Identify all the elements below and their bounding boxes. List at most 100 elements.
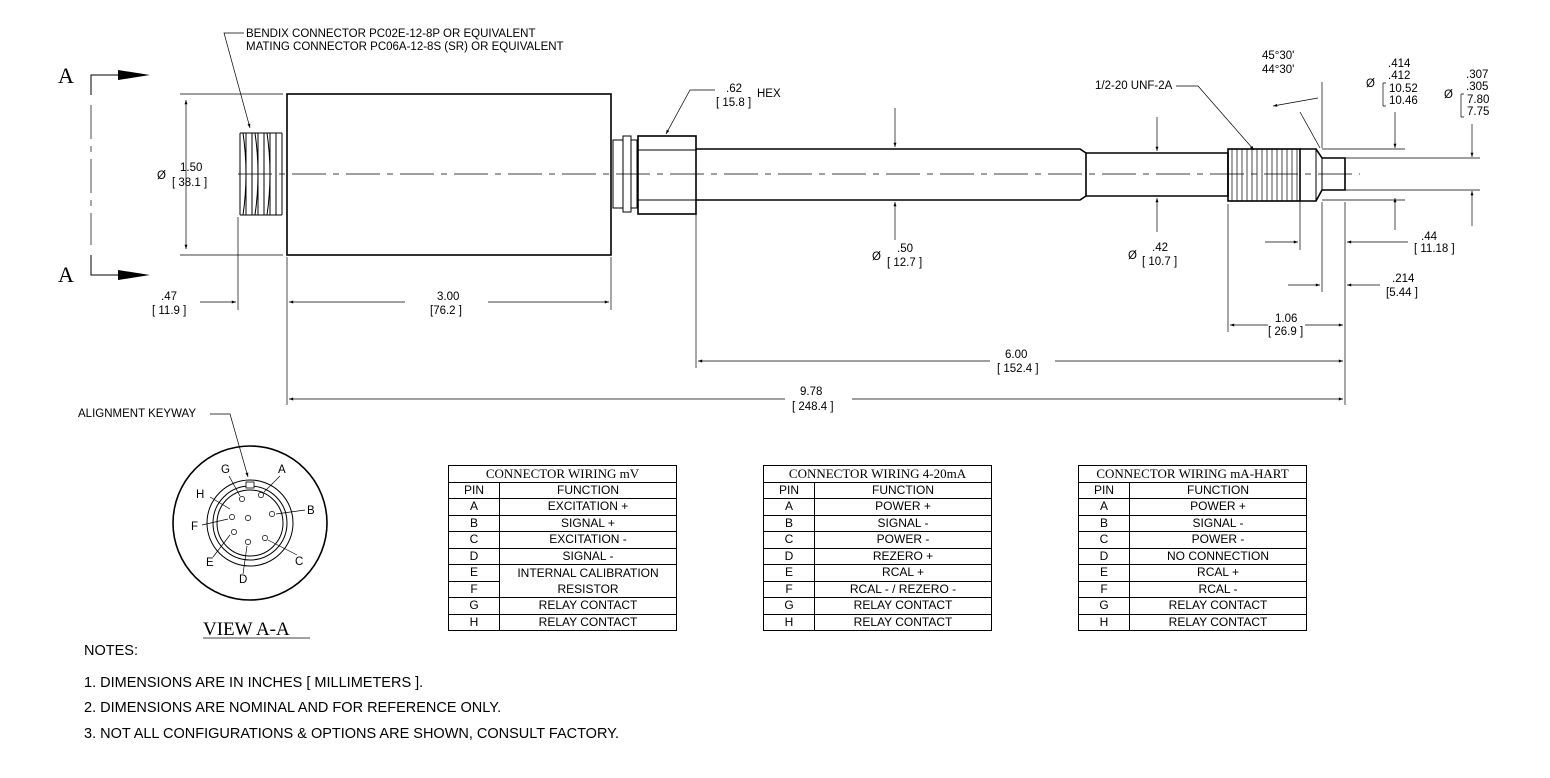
function-cell: EXCITATION + [499, 498, 677, 516]
pin-cell: D [1078, 547, 1130, 565]
note-2: 2. DIMENSIONS ARE NOMINAL AND FOR REFERE… [84, 700, 502, 716]
function-cell: RCAL + [814, 564, 992, 582]
function-cell: POWER - [814, 531, 992, 549]
pin-cell: E [1078, 564, 1130, 582]
pin-cell: F [1078, 580, 1130, 598]
body-collar [612, 135, 638, 213]
main-body [286, 93, 612, 256]
angle-extension [1299, 82, 1323, 149]
pin-cell: E [763, 564, 815, 582]
tip-b-in1: .307 [1466, 69, 1488, 81]
pin-cell: B [763, 514, 815, 532]
function-cell: RELAY CONTACT [814, 597, 992, 615]
hex-dim-mm: [ 15.8 ] [716, 97, 751, 109]
pin-label-f: F [191, 521, 198, 533]
col-pin-header: PIN [763, 481, 815, 499]
angle-1: 45°30' [1262, 50, 1294, 62]
connector-leader [223, 32, 251, 129]
col-function-header: FUNCTION [499, 481, 677, 499]
function-cell: SIGNAL - [1129, 514, 1307, 532]
pin-cell: C [763, 531, 815, 549]
pin-cell: B [448, 514, 500, 532]
conn-len-in: .47 [161, 291, 177, 303]
shaft-dia-mm: [ 12.7 ] [887, 257, 922, 269]
total-len-in: 9.78 [800, 386, 822, 398]
pin-cell: H [448, 613, 500, 631]
connector-threads [239, 132, 283, 216]
body-dia-in: 1.50 [180, 162, 202, 174]
dia-symbol-neck: Ø [1128, 250, 1137, 262]
hex-leader [665, 89, 715, 135]
table-title: CONNECTOR WIRING 4-20mA [763, 465, 992, 483]
tip-b-extensions [1345, 157, 1480, 191]
section-mark-bottom: A [58, 262, 74, 287]
pin-cell: F [448, 580, 500, 598]
function-cell: SIGNAL - [814, 514, 992, 532]
tip-len-in: .44 [1421, 231, 1438, 243]
pin-cell: H [1078, 613, 1130, 631]
pin-cell: A [448, 498, 500, 516]
section-line-bottom [90, 255, 118, 276]
tip-a-in1: .414 [1388, 58, 1411, 70]
function-cell: RELAY CONTACT [1129, 597, 1307, 615]
pin-cell: D [763, 547, 815, 565]
function-cell: RCAL + [1129, 564, 1307, 582]
function-cell: NO CONNECTION [1129, 547, 1307, 565]
pin-label-g: G [221, 464, 230, 476]
angle-arrow [1272, 97, 1319, 107]
function-cell: POWER + [814, 498, 992, 516]
pin-cell: C [1078, 531, 1130, 549]
pin-cell: B [1078, 514, 1130, 532]
view-aa-connector [172, 445, 328, 601]
tip-b-mm2: 7.75 [1467, 106, 1489, 118]
section-line-top [90, 74, 118, 95]
dia-symbol-body: Ø [157, 170, 166, 182]
neck [1086, 152, 1229, 197]
dia-symbol-tip-a: Ø [1366, 78, 1375, 90]
function-cell: RCAL - / REZERO - [814, 580, 992, 598]
thread-section [1227, 148, 1301, 202]
tip-b-in2: .305 [1466, 81, 1488, 93]
hex-label: HEX [757, 88, 781, 100]
col-pin-header: PIN [1078, 481, 1130, 499]
function-cell: INTERNAL CALIBRATION [499, 564, 677, 581]
shaft [696, 148, 1087, 201]
section-mark-top: A [58, 63, 74, 88]
flat-in: .214 [1392, 273, 1415, 285]
pin-cell: D [448, 547, 500, 565]
section-arrow-bottom [118, 270, 150, 280]
connector-note-line1: BENDIX CONNECTOR PC02E-12-8P OR EQUIVALE… [246, 28, 536, 40]
function-cell: RELAY CONTACT [814, 613, 992, 631]
pin-label-b: B [307, 505, 315, 517]
pin-cell: G [448, 597, 500, 615]
flat-mm: [5.44 ] [1386, 287, 1418, 299]
shaft-dia-in: .50 [897, 243, 913, 255]
neck-dia-in: .42 [1152, 242, 1168, 254]
shaft-len-mm: [ 152.4 ] [997, 363, 1039, 375]
table-title: CONNECTOR WIRING mA-HART [1078, 465, 1307, 483]
thread-len-mm: [ 26.9 ] [1268, 326, 1303, 338]
function-cell: RELAY CONTACT [1129, 613, 1307, 631]
hex-nut [637, 135, 697, 215]
tip-a-extensions [1322, 148, 1405, 201]
notes-heading: NOTES: [84, 643, 138, 659]
note-3: 3. NOT ALL CONFIGURATIONS & OPTIONS ARE … [84, 726, 619, 742]
pin-label-d: D [239, 574, 247, 586]
body-len-mm: [76.2 ] [430, 305, 462, 317]
